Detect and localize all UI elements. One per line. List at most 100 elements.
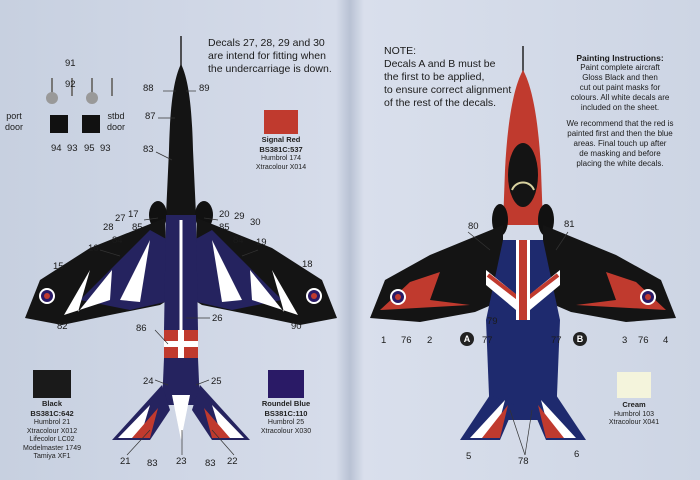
signal-red-swatch bbox=[264, 110, 298, 134]
painting-p1-line5: included on the sheet. bbox=[580, 103, 660, 112]
callout-76-right: 76 bbox=[638, 335, 649, 346]
callout-84-left: 84 bbox=[112, 235, 123, 246]
callout-83-right: 83 bbox=[205, 458, 216, 469]
cream-label: Cream Humbrol 103 Xtracolour X041 bbox=[604, 400, 664, 428]
callout-4: 4 bbox=[663, 335, 669, 346]
callout-24: 24 bbox=[143, 376, 154, 387]
painting-p2-line4: de masking and before bbox=[579, 149, 661, 158]
port-door-label-line2: door bbox=[5, 122, 24, 132]
painting-instructions: Painting Instructions: Paint complete ai… bbox=[560, 53, 680, 169]
alignment-note: NOTE: Decals A and B must be the first t… bbox=[384, 45, 511, 110]
alignment-note-line2: Decals A and B must be bbox=[384, 58, 496, 70]
roundel-blue-swatch bbox=[268, 370, 304, 398]
painting-p2-line3: areas. Final touch up after bbox=[573, 139, 667, 148]
callout-28: 28 bbox=[103, 222, 114, 233]
roundel-blue-line2: Xtracolour X030 bbox=[260, 427, 312, 435]
underside-view-aircraft bbox=[370, 46, 676, 440]
black-line4: Modelmaster 1749 bbox=[23, 444, 81, 452]
top-view-aircraft bbox=[25, 36, 337, 440]
callout-78: 78 bbox=[518, 456, 529, 467]
callout-16: 16 bbox=[88, 243, 99, 254]
alignment-note-line5: of the rest of the decals. bbox=[384, 97, 497, 109]
roundel-blue-code: BS381C:110 bbox=[264, 408, 308, 418]
callout-79: 79 bbox=[487, 316, 498, 327]
callout-88: 88 bbox=[143, 83, 154, 94]
callout-83-nose: 83 bbox=[143, 144, 154, 155]
callout-1: 1 bbox=[381, 335, 387, 346]
callout-21: 21 bbox=[120, 456, 131, 467]
cream-line1: Humbrol 103 bbox=[613, 410, 655, 418]
callout-20: 20 bbox=[219, 209, 230, 220]
signal-red-name: Signal Red bbox=[261, 135, 301, 144]
painting-p2-line1: We recommend that the red is bbox=[566, 119, 674, 128]
callout-6: 6 bbox=[574, 449, 580, 460]
signal-red-code: BS381C:537 bbox=[259, 144, 303, 154]
callout-90: 90 bbox=[291, 321, 302, 332]
callout-87: 87 bbox=[145, 111, 156, 122]
black-swatch bbox=[33, 370, 71, 398]
black-line1: Humbrol 21 bbox=[33, 419, 71, 426]
stbd-door-label-line2: door bbox=[107, 122, 126, 132]
callout-85-right: 85 bbox=[219, 222, 230, 233]
painting-p1-line1: Paint complete aircraft bbox=[580, 63, 660, 72]
callout-85-left: 85 bbox=[132, 222, 143, 233]
signal-red-label: Signal Red BS381C:537 Humbrol 174 Xtraco… bbox=[250, 135, 312, 172]
painting-p2-line2: painted first and then the blue bbox=[567, 129, 673, 138]
alignment-note-line3: the first to be applied, bbox=[384, 71, 485, 83]
callout-93: 93 bbox=[67, 143, 78, 154]
decal-b-marker: B bbox=[573, 332, 587, 346]
callout-84-right: 84 bbox=[233, 235, 244, 246]
stbd-door-label: stbd door bbox=[107, 111, 125, 133]
callout-94: 94 bbox=[51, 143, 62, 154]
black-line3: Lifecolor LC02 bbox=[29, 436, 75, 443]
alignment-note-line1: NOTE: bbox=[384, 45, 417, 57]
decal-a-marker: A bbox=[460, 332, 474, 346]
signal-red-line1: Humbrol 174 bbox=[260, 155, 302, 162]
roundel-blue-label: Roundel Blue BS381C:110 Humbrol 25 Xtrac… bbox=[254, 399, 318, 436]
callout-93b: 93 bbox=[100, 143, 111, 154]
callout-83-left: 83 bbox=[147, 458, 158, 469]
cream-name: Cream bbox=[622, 400, 646, 409]
callout-2: 2 bbox=[427, 335, 433, 346]
callout-22: 22 bbox=[227, 456, 238, 467]
undercarriage-note: Decals 27, 28, 29 and 30 are intend for … bbox=[208, 37, 332, 76]
callout-5: 5 bbox=[466, 451, 472, 462]
painting-title: Painting Instructions: bbox=[576, 53, 664, 63]
callout-29: 29 bbox=[234, 211, 245, 222]
port-door-decal bbox=[50, 115, 68, 133]
callout-81: 81 bbox=[564, 219, 575, 230]
callout-91: 91 bbox=[65, 58, 76, 69]
callout-19: 19 bbox=[256, 237, 267, 248]
callout-18: 18 bbox=[302, 259, 313, 270]
black-label: Black BS381C:642 Humbrol 21 Xtracolour X… bbox=[20, 399, 84, 462]
callout-76-left: 76 bbox=[401, 335, 412, 346]
callout-27: 27 bbox=[115, 213, 126, 224]
painting-p1-line3: cut out paint masks for bbox=[579, 83, 661, 92]
port-door-label-line1: port bbox=[6, 111, 22, 121]
black-line5: Tamiya XF1 bbox=[33, 453, 71, 460]
callout-23: 23 bbox=[176, 456, 187, 467]
undercarriage-note-line2: are intend for fitting when bbox=[208, 50, 326, 62]
callout-3: 3 bbox=[622, 335, 628, 346]
port-door-label: port door bbox=[5, 111, 23, 133]
undercarriage-note-line3: the undercarriage is down. bbox=[208, 63, 332, 75]
cream-swatch bbox=[617, 372, 651, 398]
callout-82: 82 bbox=[57, 321, 68, 332]
cream-line2: Xtracolour X041 bbox=[608, 419, 660, 426]
callout-92: 92 bbox=[65, 79, 76, 90]
callout-25: 25 bbox=[211, 376, 222, 387]
alignment-note-line4: to ensure correct alignment bbox=[384, 84, 512, 96]
callout-17: 17 bbox=[128, 209, 139, 220]
callout-15: 15 bbox=[53, 261, 64, 272]
black-line2: Xtracolour X012 bbox=[26, 427, 78, 435]
painting-p1-line4: colours. All white decals are bbox=[570, 93, 670, 102]
roundel-blue-line1: Humbrol 25 bbox=[267, 419, 305, 426]
signal-red-line2: Xtracolour X014 bbox=[255, 163, 307, 171]
callout-77-left: 77 bbox=[482, 335, 493, 346]
callout-86: 86 bbox=[136, 323, 147, 334]
painting-p1-line2: Gloss Black and then bbox=[582, 73, 658, 82]
black-name: Black bbox=[41, 399, 62, 408]
painting-p2-line5: placing the white decals. bbox=[576, 159, 664, 168]
